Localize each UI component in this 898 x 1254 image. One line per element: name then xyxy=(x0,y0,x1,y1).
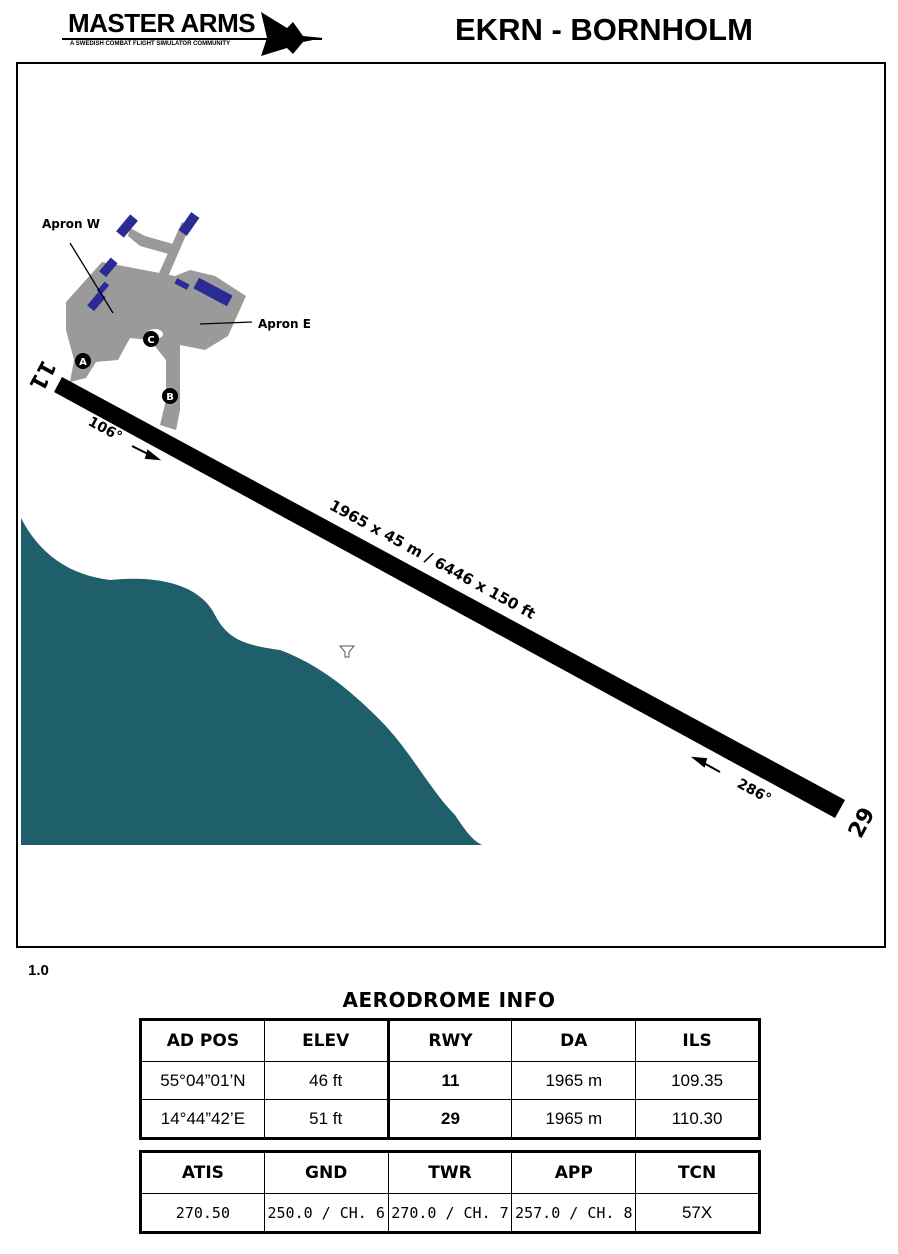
apron-e-label: Apron E xyxy=(258,317,311,331)
sea-area xyxy=(21,518,482,845)
gnd-cell: 250.0 / CH. 6 xyxy=(263,1193,389,1233)
runway-29-label: 29 xyxy=(844,804,880,843)
da-cell: 1965 m xyxy=(511,1099,637,1139)
header-twr: TWR xyxy=(387,1151,513,1194)
aerodrome-info-title: AERODROME INFO xyxy=(342,988,556,1012)
header-ad-pos: AD POS xyxy=(140,1019,265,1062)
rwy-cell: 11 xyxy=(386,1061,513,1100)
runway-dimensions-label: 1965 x 45 m / 6446 x 150 ft xyxy=(326,496,538,623)
elev-cell: 51 ft xyxy=(263,1099,389,1139)
header-tcn: TCN xyxy=(635,1151,760,1194)
map-frame xyxy=(16,62,886,948)
tower-icon xyxy=(338,645,356,658)
atis-cell: 270.50 xyxy=(140,1193,265,1233)
frequency-table: ATIS GND TWR APP TCN 270.50 250.0 / CH. … xyxy=(139,1150,761,1234)
da-cell: 1965 m xyxy=(511,1061,637,1100)
arrow-106-icon xyxy=(131,445,162,461)
tcn-cell: 57X xyxy=(635,1193,760,1233)
table-row: 55°04”01’N 46 ft 11 1965 m 109.35 xyxy=(140,1061,760,1100)
ad-pos-lon: 14°44”42’E xyxy=(140,1099,265,1139)
aerodrome-info-table: AD POS ELEV RWY DA ILS 55°04”01’N 46 ft … xyxy=(139,1018,761,1140)
header-ils: ILS xyxy=(635,1019,760,1062)
header-da: DA xyxy=(511,1019,637,1062)
rwy-cell: 29 xyxy=(386,1099,513,1139)
twr-cell: 270.0 / CH. 7 xyxy=(387,1193,513,1233)
header-rwy: RWY xyxy=(386,1019,513,1062)
runway xyxy=(54,377,845,818)
app-cell: 257.0 / CH. 8 xyxy=(511,1193,637,1233)
taxiway-a-marker: A xyxy=(75,353,91,369)
header-gnd: GND xyxy=(263,1151,389,1194)
buildings xyxy=(87,212,233,312)
airfield-map: Apron W Apron E A B C 11 29 106° 286° 19… xyxy=(21,212,880,845)
logo-subtitle: A SWEDISH COMBAT FLIGHT SIMULATOR COMMUN… xyxy=(70,41,231,47)
elev-cell: 46 ft xyxy=(263,1061,389,1100)
chart-version: 1.0 xyxy=(28,962,49,979)
master-arms-logo: MASTER ARMS A SWEDISH COMBAT FLIGHT SIMU… xyxy=(62,8,327,58)
header-atis: ATIS xyxy=(140,1151,265,1194)
taxiway-c-marker: C xyxy=(143,331,159,347)
svg-text:C: C xyxy=(147,335,154,346)
table-row: 270.50 250.0 / CH. 6 270.0 / CH. 7 257.0… xyxy=(140,1193,760,1233)
header-elev: ELEV xyxy=(263,1019,389,1062)
runway-11-label: 11 xyxy=(24,356,60,395)
svg-text:A: A xyxy=(79,357,87,368)
arrow-286-icon xyxy=(690,756,721,773)
svg-text:B: B xyxy=(166,392,174,403)
jet-icon xyxy=(261,12,323,56)
page-title: EKRN - BORNHOLM xyxy=(455,12,753,47)
apron-w-label: Apron W xyxy=(42,217,100,231)
taxiways xyxy=(66,222,246,430)
ad-pos-lat: 55°04”01’N xyxy=(140,1061,265,1100)
ils-cell: 110.30 xyxy=(635,1099,760,1139)
header-app: APP xyxy=(511,1151,637,1194)
logo-title: MASTER ARMS xyxy=(68,8,256,38)
ils-cell: 109.35 xyxy=(635,1061,760,1100)
table-row: 14°44”42’E 51 ft 29 1965 m 110.30 xyxy=(140,1099,760,1139)
taxiway-b-marker: B xyxy=(162,388,178,404)
